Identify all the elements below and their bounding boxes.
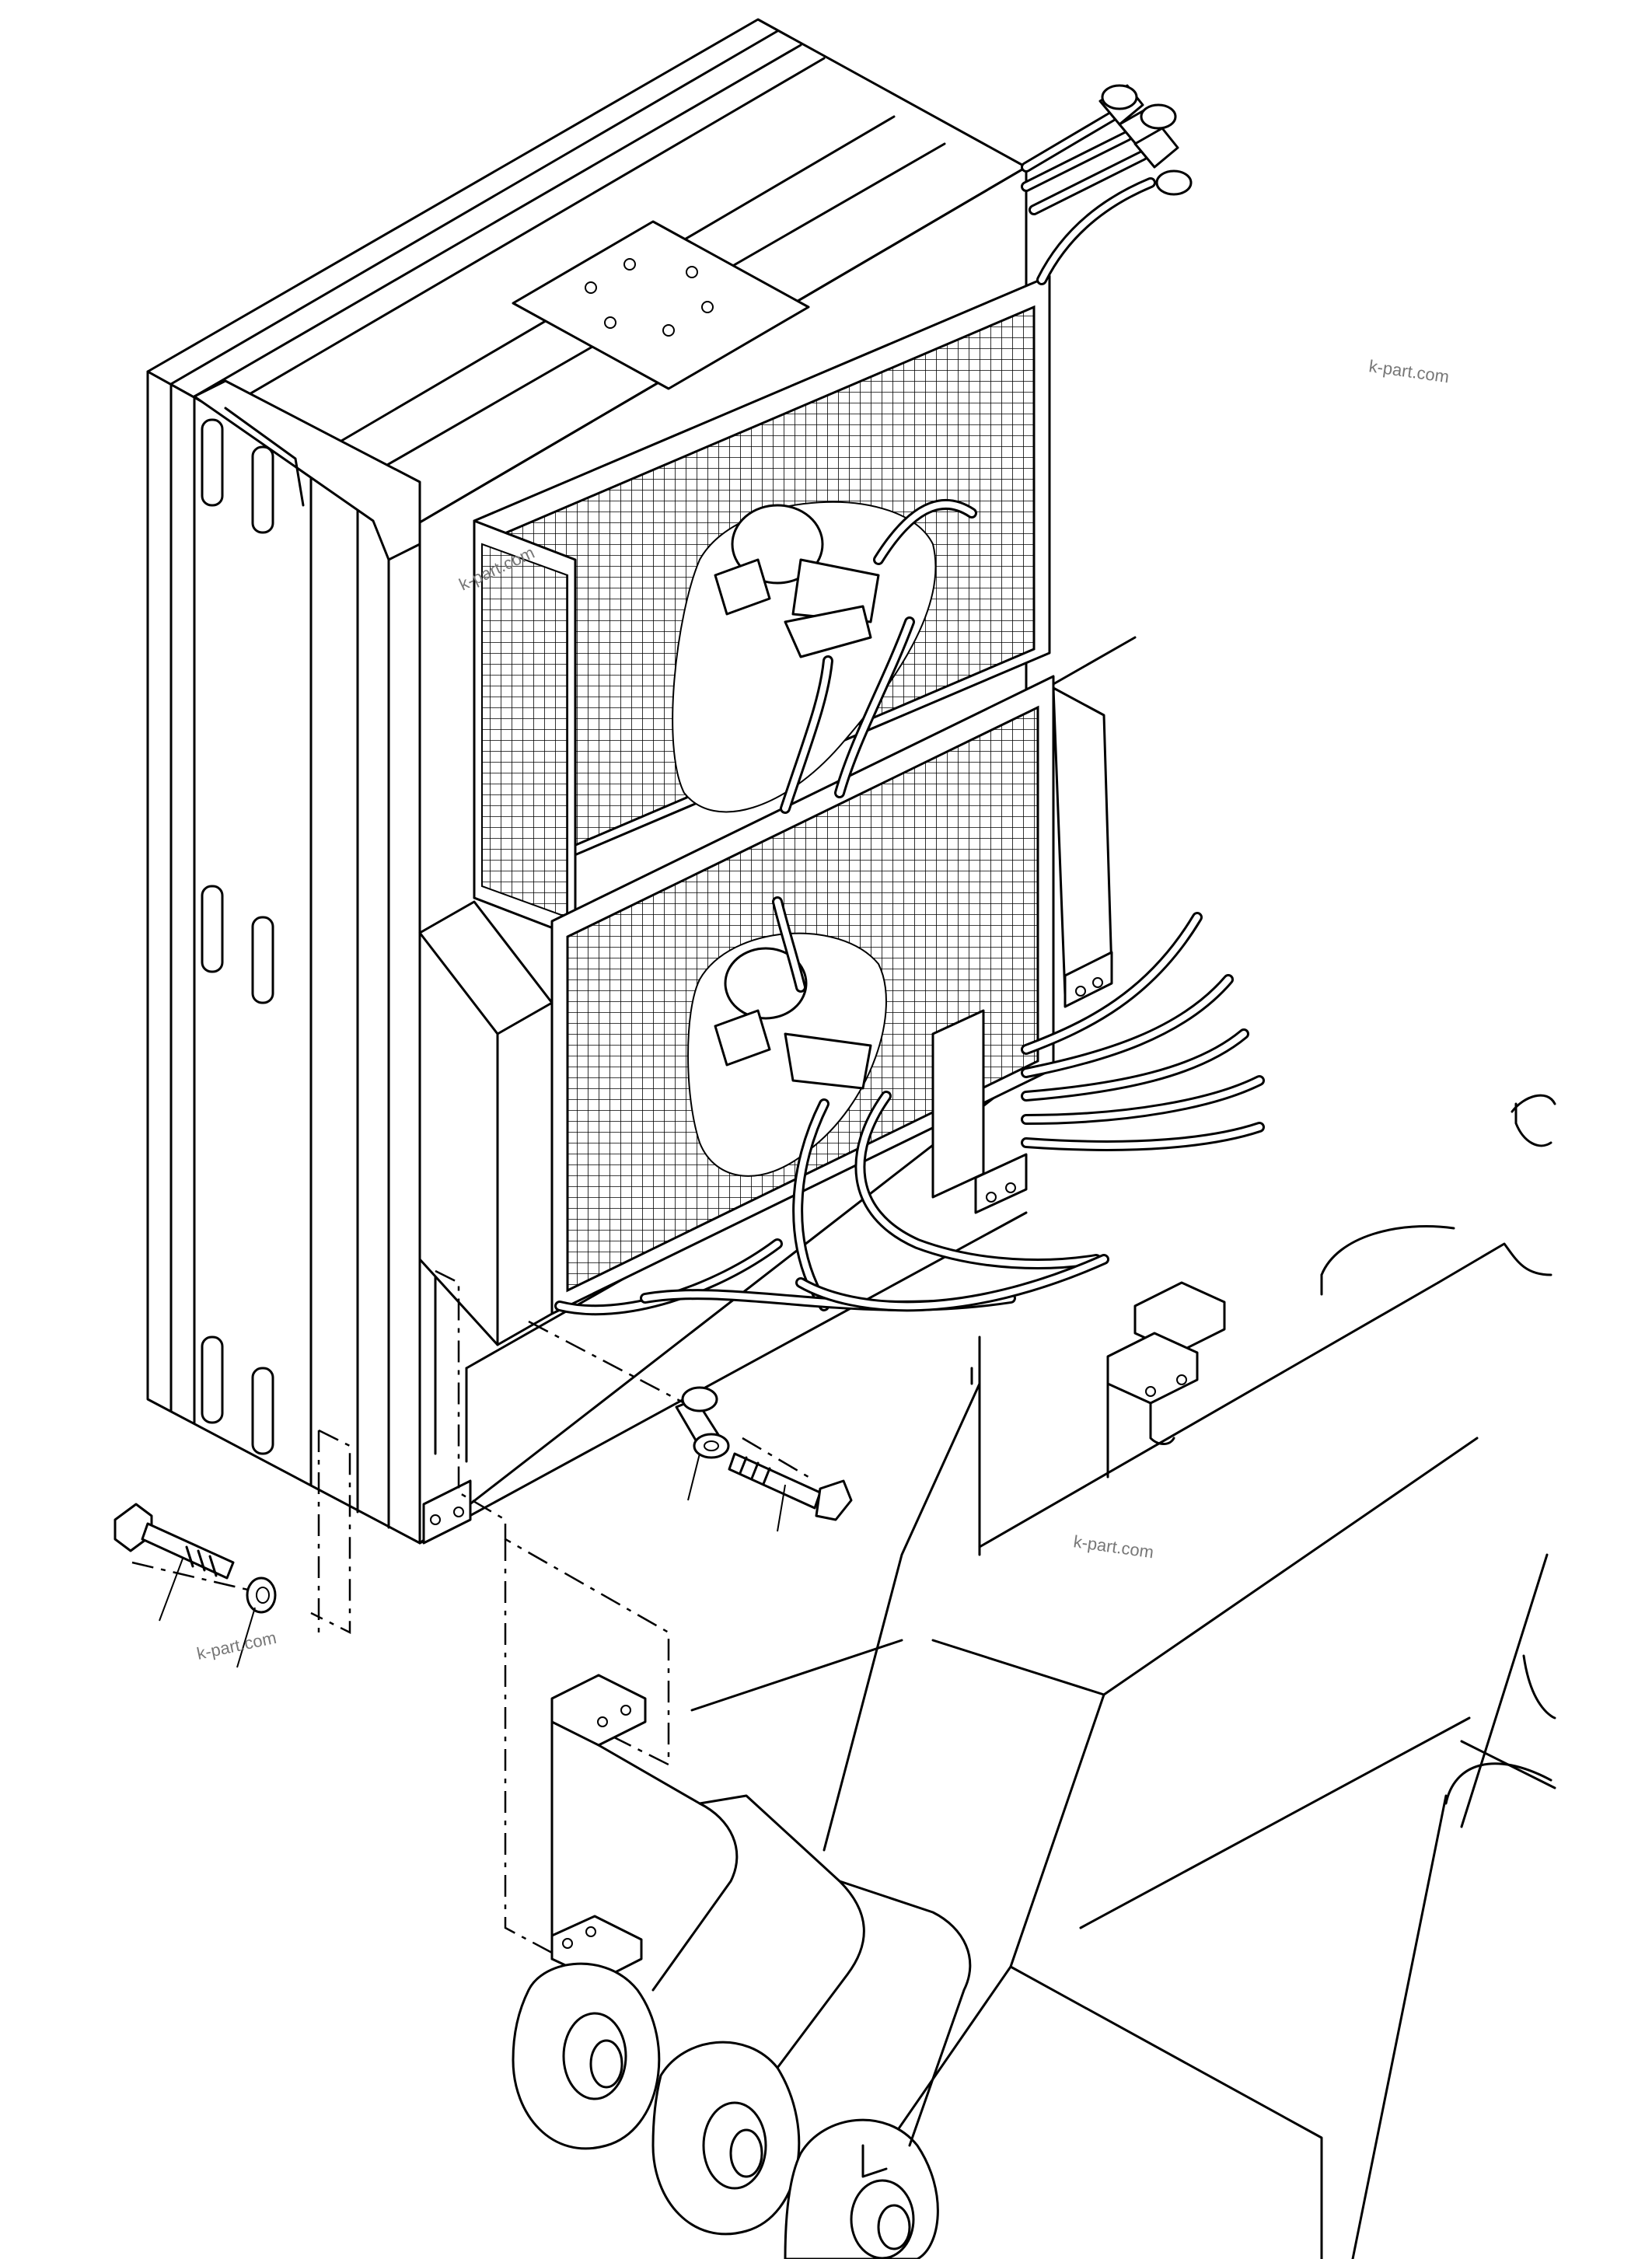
- watermark-text: k-part.com: [1367, 356, 1450, 386]
- assembly-lines: [131, 1269, 809, 1960]
- spacer: [675, 1386, 730, 1459]
- watermark-text: k-part.com: [1072, 1531, 1154, 1562]
- callout-leaders: [159, 1453, 786, 1668]
- bolt-right: [728, 1452, 853, 1521]
- hoses: [554, 111, 1265, 1316]
- watermark-text: k-part.com: [195, 1628, 278, 1664]
- upper-fan-guard: [473, 274, 1051, 938]
- hose-fittings: [1098, 84, 1193, 196]
- right-supports: [931, 636, 1137, 1214]
- lower-fan-guard: [418, 675, 1055, 1346]
- hinges: [201, 418, 274, 1455]
- chassis: [512, 1094, 1556, 2259]
- washer: [246, 1576, 277, 1614]
- bolt-left: [114, 1503, 235, 1580]
